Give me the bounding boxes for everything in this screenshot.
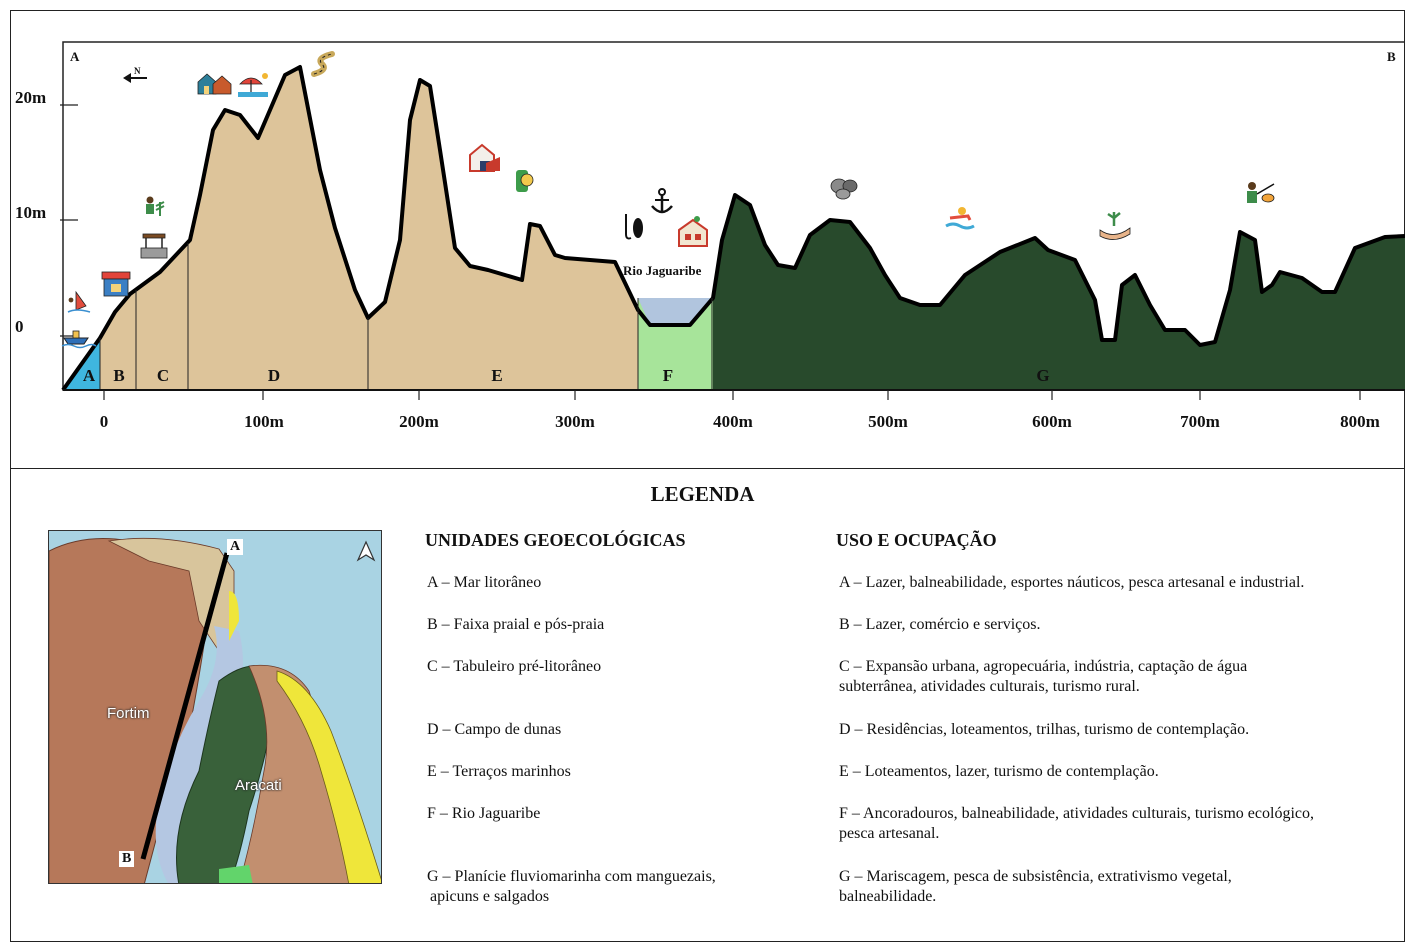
x-tick-0: 0 <box>100 412 109 431</box>
x-tick-800m: 800m <box>1340 412 1380 431</box>
map-drawing <box>49 531 381 883</box>
beach-umbrella-icon <box>238 73 268 97</box>
farmer-icon <box>146 196 165 216</box>
anchor-icon <box>651 188 673 214</box>
units-heading: UNIDADES GEOECOLÓGICAS <box>425 530 686 550</box>
fishing-icon <box>625 214 643 240</box>
shells-icon <box>830 178 858 200</box>
use-item-c: C – Expansão urbana, agropecuária, indús… <box>839 658 1248 675</box>
location-map: Fortim Aracati A B <box>48 530 382 884</box>
unit-item-b: B – Faixa praial e pós-praia <box>427 616 605 633</box>
river-label: Rio Jaguaribe <box>623 263 702 278</box>
boat-icon <box>61 330 97 349</box>
market-icon <box>101 271 131 297</box>
unit-letter-d: D <box>268 366 280 385</box>
x-tick-300m: 300m <box>555 412 595 431</box>
sand-units <box>100 67 638 390</box>
map-point-b: B <box>119 851 135 867</box>
map-point-a: A <box>227 539 244 555</box>
use-item-g-cont: balneabilidade. <box>839 888 937 905</box>
unit-letter-a: A <box>83 366 96 385</box>
x-tick-500m: 500m <box>868 412 908 431</box>
unit-letter-e: E <box>491 366 502 385</box>
house-lots-icon <box>469 143 500 172</box>
unit-letter-c: C <box>157 366 169 385</box>
unit-separators <box>99 243 713 390</box>
viewpoint-icon <box>516 170 534 192</box>
use-item-c-cont: subterrânea, atividades culturais, turis… <box>839 678 1140 695</box>
use-item-d: D – Residências, loteamentos, trilhas, t… <box>839 721 1250 738</box>
use-heading: USO E OCUPAÇÃO <box>836 530 997 550</box>
unit-letter-f: F <box>663 366 673 385</box>
use-item-b: B – Lazer, comércio e serviços. <box>839 616 1041 633</box>
y-tick-0: 0 <box>15 317 24 336</box>
well-icon <box>140 233 168 259</box>
x-tick-600m: 600m <box>1032 412 1072 431</box>
unit-item-d: D – Campo de dunas <box>427 721 562 738</box>
terrain-outline <box>61 65 1405 392</box>
endpoint-b: B <box>1387 49 1396 64</box>
y-tick-20m: 20m <box>15 88 46 107</box>
use-item-f-cont: pesca artesanal. <box>839 825 940 842</box>
map-label-aracati: Aracati <box>235 777 282 794</box>
unit-item-g-cont: apicuns e salgados <box>430 888 550 905</box>
use-item-e: E – Loteamentos, lazer, turismo de conte… <box>839 763 1159 780</box>
unit-item-g: G – Planície fluviomarinha com manguezai… <box>427 868 716 885</box>
unit-item-e: E – Terraços marinhos <box>427 763 571 780</box>
trail-icon <box>311 51 335 77</box>
legend-title: LEGENDA <box>650 482 755 506</box>
swimmer-icon <box>945 207 975 230</box>
use-item-a: A – Lazer, balneabilidade, esportes náut… <box>839 574 1305 591</box>
endpoint-a: A <box>70 49 80 64</box>
topographic-profile: 20m 10m 0 0 100m 200m 300m 400m 500m 600… <box>15 41 1405 431</box>
x-tick-marks <box>103 390 1361 400</box>
section-divider <box>10 468 1405 469</box>
use-item-f: F – Ancoradouros, balneabilidade, ativid… <box>839 805 1314 822</box>
x-tick-100m: 100m <box>244 412 284 431</box>
plant-hand-icon <box>1099 212 1131 240</box>
unit-item-c: C – Tabuleiro pré-litorâneo <box>427 658 602 675</box>
north-label: N <box>134 66 141 76</box>
x-tick-400m: 400m <box>713 412 753 431</box>
unit-item-f: F – Rio Jaguaribe <box>427 805 541 822</box>
unit-letter-b: B <box>113 366 124 385</box>
map-label-fortim: Fortim <box>107 705 150 722</box>
map-north-arrow-icon <box>356 540 376 562</box>
x-tick-700m: 700m <box>1180 412 1220 431</box>
y-tick-10m: 10m <box>15 203 46 222</box>
unit-letter-g: G <box>1036 366 1049 385</box>
unit-item-a: A – Mar litorâneo <box>427 574 542 591</box>
use-item-g: G – Mariscagem, pesca de subsistência, e… <box>839 868 1232 885</box>
fisherman-icon <box>1247 182 1275 203</box>
unit-g-mangrove <box>713 195 1405 390</box>
windsurf-icon <box>67 290 91 313</box>
eco-house-icon <box>678 216 708 247</box>
north-arrow-icon <box>123 73 147 83</box>
houses-icon <box>197 73 232 95</box>
x-tick-200m: 200m <box>399 412 439 431</box>
